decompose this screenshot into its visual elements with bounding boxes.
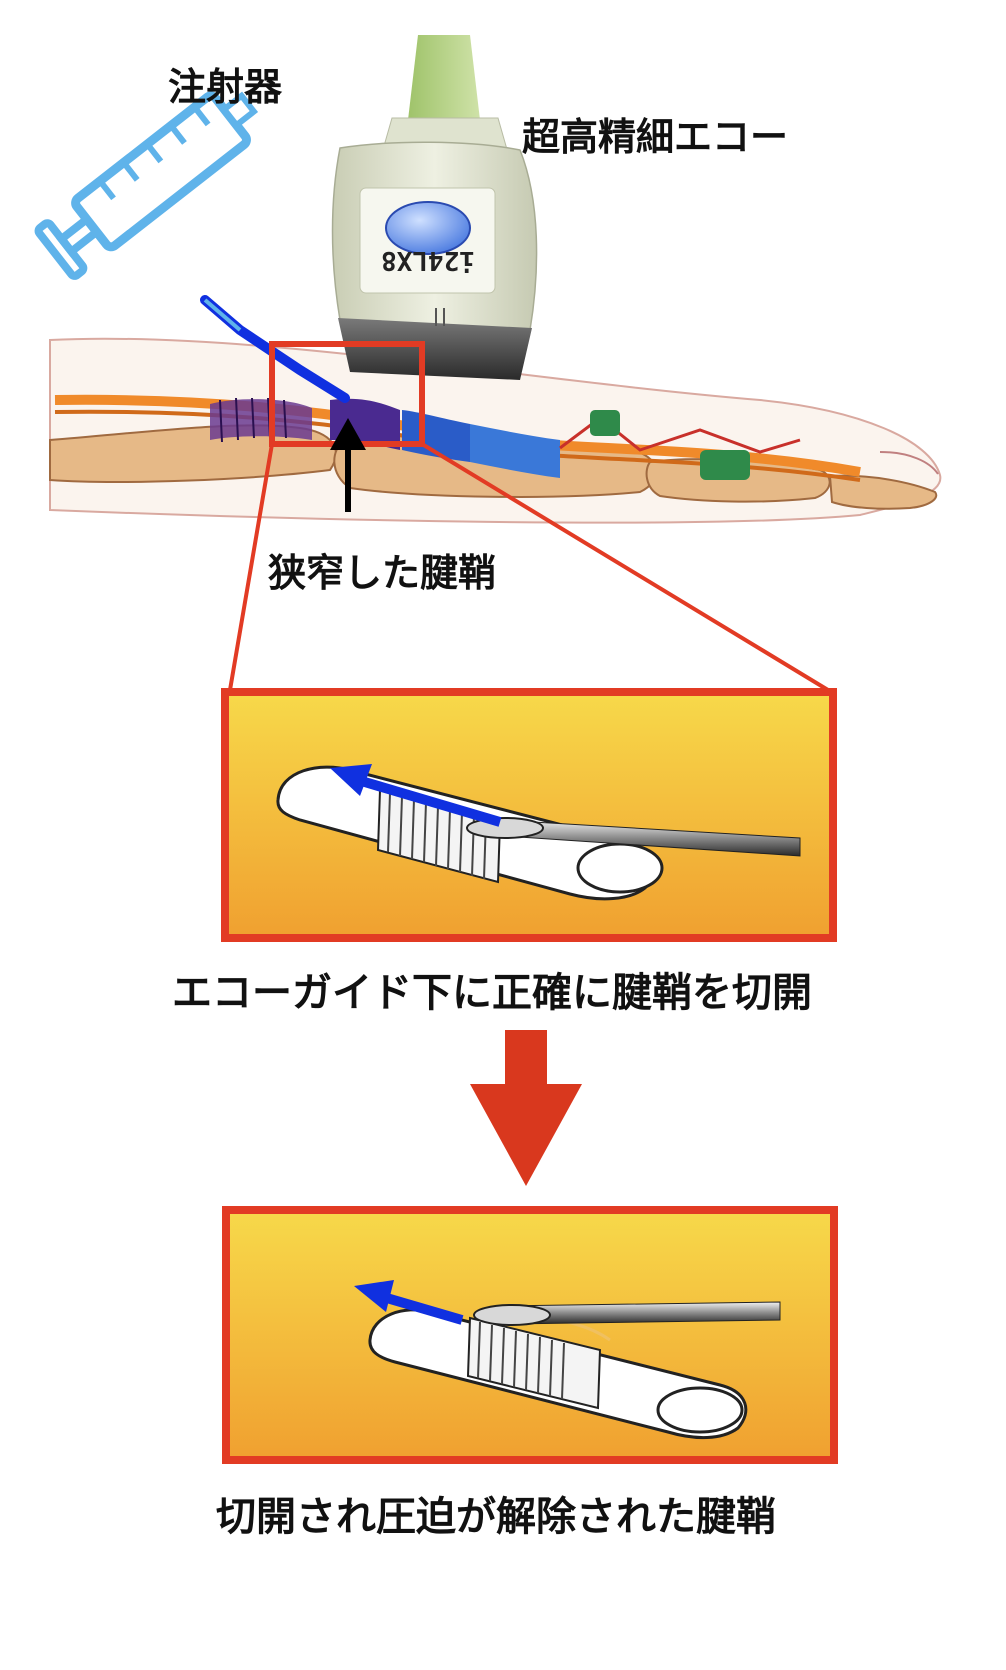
ultrasound-probe-icon (331, 35, 538, 380)
arrow-up-icon (330, 418, 366, 512)
probe-button (385, 201, 471, 255)
syringe-icon (34, 91, 259, 280)
echo-label: 超高精細エコー (522, 115, 789, 159)
probe-model-text: i24LX8 (381, 245, 475, 275)
stenosis-label: 狭窄した腱鞘 (268, 551, 497, 595)
zoom-connector-right (420, 442, 830, 692)
step2-caption: 切開され圧迫が解除された腱鞘 (216, 1494, 776, 1540)
step1-caption: エコーガイド下に正確に腱鞘を切開 (172, 970, 812, 1016)
arrow-down-icon (470, 1030, 582, 1186)
syringe-label: 注射器 (168, 65, 283, 109)
panel-1 (221, 688, 837, 942)
zoom-connector-left (228, 443, 274, 691)
panel-2 (222, 1206, 838, 1464)
